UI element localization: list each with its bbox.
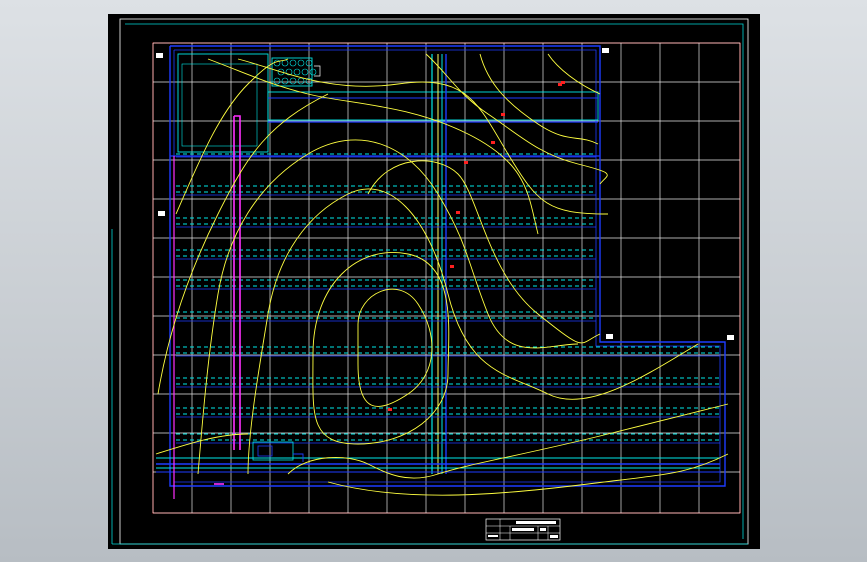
red-marker (456, 211, 460, 214)
riser-pipe (173, 115, 241, 499)
contour-lines (155, 53, 729, 496)
red-marker (561, 81, 565, 84)
axis-tag-icon (156, 48, 734, 340)
hatch-circle (285, 68, 293, 76)
hatch-circle (289, 77, 297, 85)
hatch-circle (301, 68, 309, 76)
cad-drawing-viewport[interactable] (108, 14, 760, 549)
hatch-circle (305, 77, 313, 85)
red-marker (501, 113, 505, 116)
hatch-circle (281, 77, 289, 85)
red-marker (464, 161, 468, 164)
hatch-circle (297, 59, 305, 67)
room-top-left-inner (181, 63, 258, 147)
hatch-circle (289, 59, 297, 67)
red-marker (450, 265, 454, 268)
room-top-left (177, 53, 269, 153)
hatch-circle (273, 77, 281, 85)
cad-drawing-canvas (111, 18, 749, 545)
hatch-circle (297, 77, 305, 85)
title-block-icon[interactable] (485, 518, 561, 541)
hatch-circle (309, 68, 317, 76)
hatch-circle (293, 68, 301, 76)
cyan-frame (125, 23, 744, 539)
layout-grid (152, 42, 741, 514)
hatch-block-icon (271, 57, 321, 87)
red-marker (388, 408, 392, 411)
red-marker (558, 83, 562, 86)
bottom-band (156, 441, 720, 473)
red-markers (388, 81, 565, 411)
hatch-circle (305, 59, 313, 67)
hatch-circle (277, 68, 285, 76)
heating-pipe-rows (176, 153, 720, 444)
building-outline (169, 45, 726, 487)
red-marker (491, 141, 495, 144)
